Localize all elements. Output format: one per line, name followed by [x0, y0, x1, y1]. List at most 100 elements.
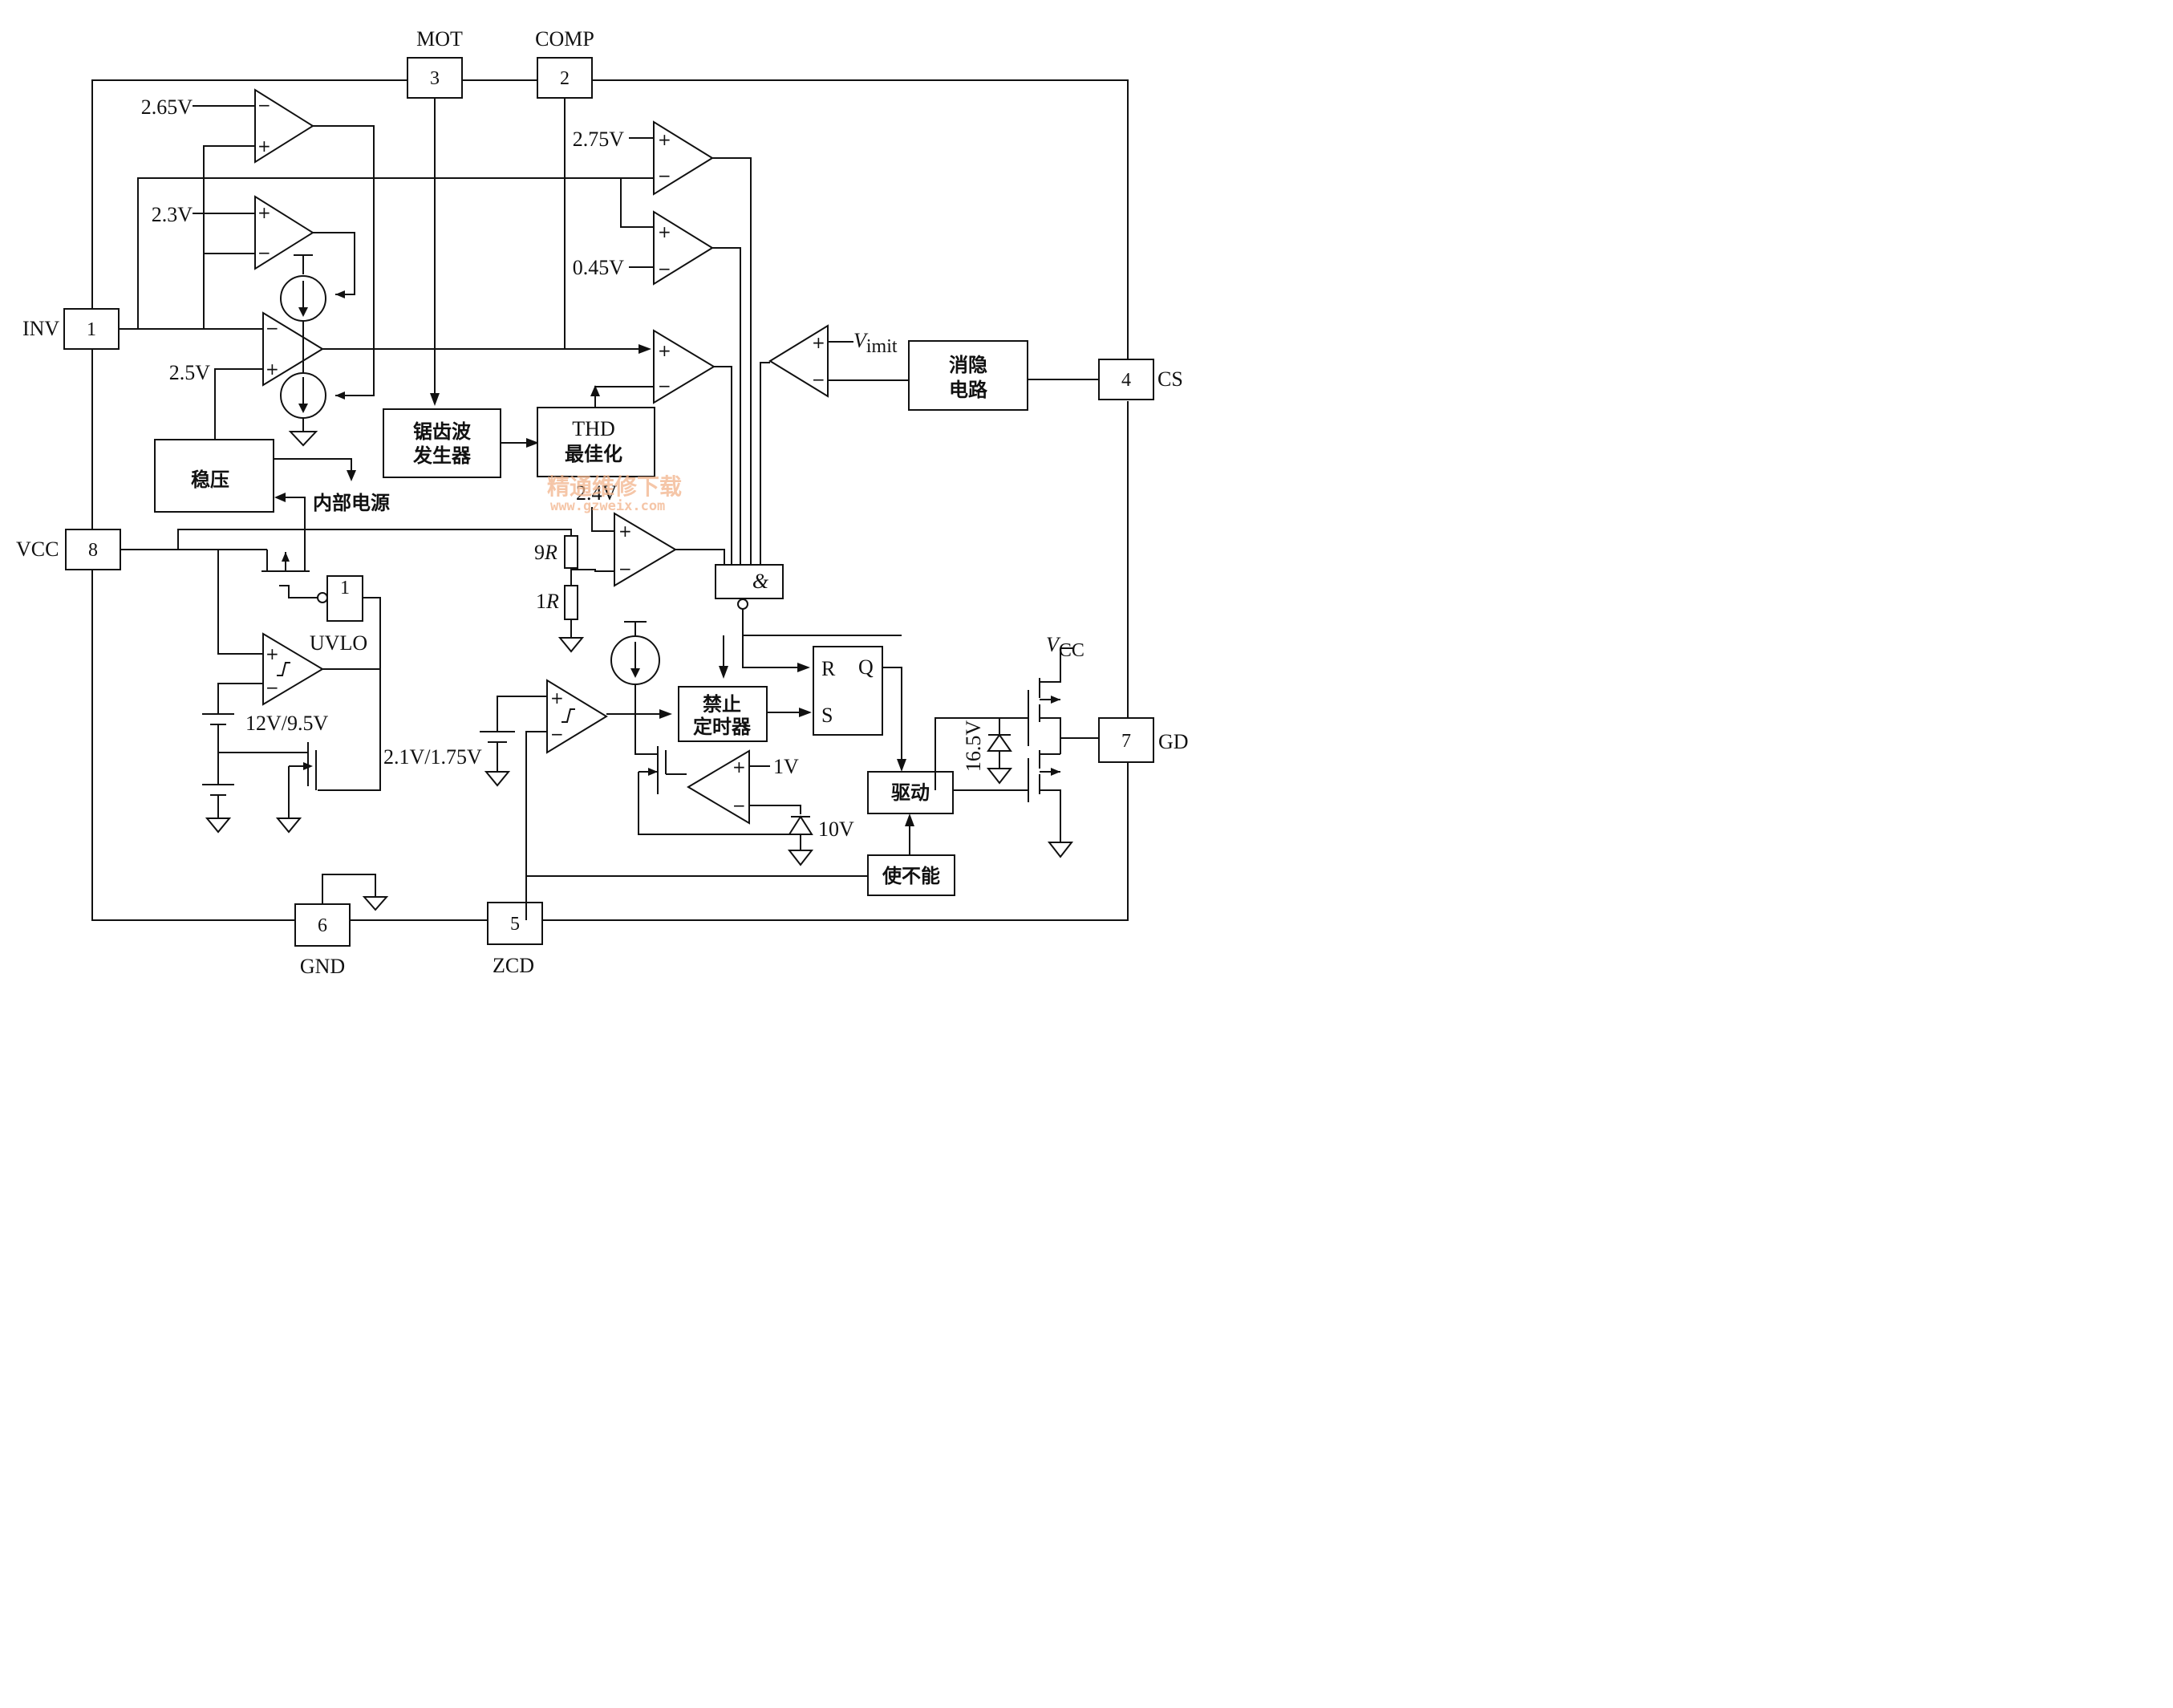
svg-text:S: S: [821, 704, 833, 727]
comparator-2-4v: + −: [614, 512, 677, 587]
error-amplifier: − +: [262, 311, 324, 387]
resistor-1r: 1R: [536, 590, 559, 613]
zener-16-5v-label: 16.5V: [962, 720, 985, 773]
pin-label: MOT: [416, 27, 463, 51]
minus-sign: −: [812, 370, 825, 389]
sawtooth-generator: 锯齿波 发生器: [383, 408, 501, 478]
uvlo-label: UVLO: [310, 631, 367, 655]
vref-2-65v: 2.65V: [141, 95, 193, 119]
plus-sign: +: [658, 341, 671, 360]
comp-mot-wires: [322, 98, 651, 406]
pin-3-mot[interactable]: 3 MOT: [407, 27, 463, 99]
zcd-reference-battery: [480, 731, 515, 787]
zener-10v-label: 10V: [818, 817, 854, 841]
pin-number: 6: [318, 915, 327, 936]
svg-text:Q: Q: [858, 655, 874, 679]
multiplier-comparator: + −: [653, 329, 716, 404]
pin-number: 1: [87, 319, 96, 340]
pin-label: VCC: [16, 538, 59, 561]
pin-1-inv[interactable]: 1 INV: [22, 308, 120, 350]
pin-8-vcc[interactable]: 8 VCC: [16, 529, 121, 570]
voltage-regulator: 稳压: [154, 439, 274, 513]
svg-text:电路: 电路: [949, 379, 988, 401]
uvlo-comparator: + −: [262, 632, 324, 706]
pin-7-gd[interactable]: 7 GD: [1098, 717, 1189, 763]
svg-text:发生器: 发生器: [412, 444, 472, 467]
resistor-9r: 9R: [534, 541, 557, 564]
pin-6-gnd[interactable]: 6 GND: [294, 903, 351, 978]
plus-sign: +: [266, 644, 279, 663]
pin-number: 5: [510, 914, 520, 935]
reference-batteries: [202, 713, 308, 834]
pin-number: 8: [88, 540, 98, 561]
pin-label: GND: [300, 955, 345, 978]
zener-10v: [787, 815, 814, 866]
svg-text:最佳化: 最佳化: [565, 443, 622, 465]
pin-5-zcd[interactable]: 5 ZCD: [487, 902, 543, 977]
svg-text:稳压: 稳压: [191, 469, 229, 491]
vcc-rail-wires: [120, 529, 572, 655]
internal-supply-label: 内部电源: [313, 492, 390, 514]
minus-sign: −: [550, 724, 564, 744]
svg-text:锯齿波: 锯齿波: [413, 420, 472, 443]
supply-switch-transistor: [261, 550, 318, 598]
comparator-2-3v: + −: [254, 195, 314, 270]
pin-label: GD: [1158, 730, 1189, 753]
restart-current-source: [610, 621, 660, 755]
pin-label: ZCD: [493, 954, 534, 977]
minus-sign: −: [658, 166, 671, 185]
frame-wires: [91, 79, 1129, 921]
minus-sign: −: [618, 559, 632, 578]
minus-sign: −: [732, 796, 746, 815]
inverter-gate: 1: [317, 575, 363, 622]
svg-text:&: &: [752, 570, 769, 593]
minus-sign: −: [257, 243, 271, 262]
vlimit-label: Vimit: [853, 329, 898, 357]
minus-sign: −: [658, 259, 671, 278]
and-gate-input-wires: [675, 157, 770, 565]
gnd-pin-ground: [322, 874, 389, 911]
disable-block: 使不能: [867, 854, 955, 896]
timer-transistor: [638, 746, 801, 835]
inhibit-timer: 禁止 定时器: [678, 686, 768, 742]
minus-sign: −: [257, 95, 271, 115]
vref-1v: 1V: [773, 755, 799, 778]
resistor-divider: [557, 535, 614, 653]
uvlo-threshold: 12V/9.5V: [245, 712, 329, 735]
pin-number: 3: [430, 68, 440, 89]
vcc-supply-label: VCC: [1046, 633, 1084, 661]
current-source-lower: [280, 353, 345, 447]
svg-text:1: 1: [340, 578, 350, 598]
plus-sign: +: [658, 222, 671, 241]
zcd-threshold-switch: [275, 742, 317, 834]
zener-16-5v: [986, 718, 1013, 785]
pin-4-cs[interactable]: 4 CS: [1098, 359, 1183, 400]
comparator-2-75v: + −: [653, 120, 714, 196]
pin-number: 7: [1121, 731, 1131, 752]
vref-2-3v: 2.3V: [152, 203, 193, 226]
vref-2-5v: 2.5V: [169, 361, 211, 384]
watermark-text: 精通维修下载: [547, 473, 682, 500]
plus-sign: +: [618, 521, 632, 541]
svg-text:使不能: 使不能: [882, 865, 940, 887]
zcd-threshold: 2.1V/1.75V: [383, 745, 482, 769]
pin-label: CS: [1157, 367, 1183, 391]
pin-label: COMP: [535, 27, 594, 51]
thd-optimizer: THD 最佳化: [537, 407, 655, 477]
minus-sign: −: [266, 318, 279, 338]
pin-number: 4: [1121, 370, 1131, 391]
svg-text:消隐: 消隐: [949, 354, 987, 376]
blanking-circuit: 消隐 电路: [908, 340, 1028, 411]
plus-sign: +: [732, 757, 746, 777]
vlimit-comparator: + −: [768, 324, 829, 398]
zcd-comparator: + −: [546, 679, 608, 754]
svg-text:R: R: [821, 657, 836, 680]
plus-sign: +: [257, 136, 271, 156]
pin-number: 2: [560, 68, 570, 89]
low-side-mosfet: [1028, 750, 1061, 802]
svg-text:定时器: 定时器: [693, 716, 752, 738]
circuit-diagram: 1 INV 2 COMP 3 MOT 4 CS 5 ZCD 6 GND 7 GD…: [16, 27, 1189, 978]
svg-text:THD: THD: [572, 417, 614, 440]
pin-2-comp[interactable]: 2 COMP: [535, 27, 594, 99]
plus-sign: +: [257, 203, 271, 222]
